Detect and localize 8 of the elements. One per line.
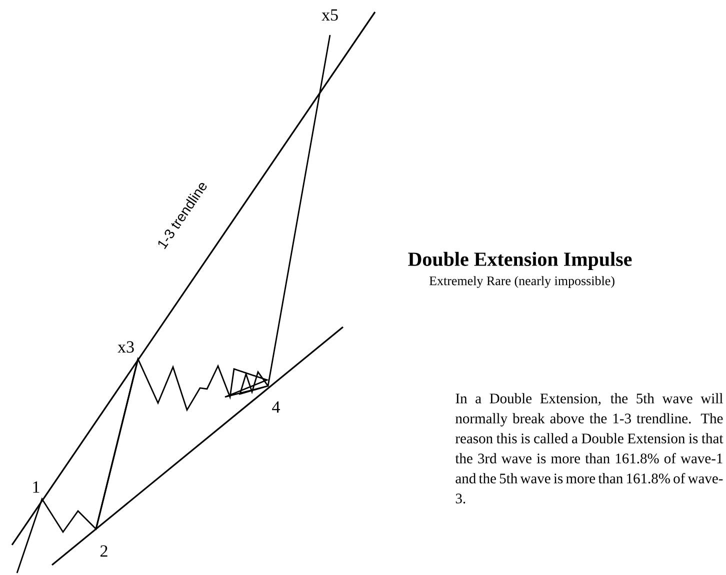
wave-label: x3 bbox=[118, 341, 134, 353]
wave-label: 4 bbox=[272, 401, 280, 413]
subtitle: Extremely Rare (nearly impossible) bbox=[429, 276, 614, 288]
body-paragraph: In a Double Extension, the 5th wave will normally break above the 1-3 trendline. The reason this is called a Double Extension is that the 3rd wave is more than 161.8% of wave-1 and the 5th wave is more than 161.8% of wave-3. bbox=[455, 393, 724, 504]
title: Double Extension Impulse bbox=[408, 252, 632, 270]
wave-label: x5 bbox=[322, 9, 338, 21]
wave-label: 2 bbox=[100, 545, 108, 557]
wave-label: 1 bbox=[33, 481, 40, 493]
